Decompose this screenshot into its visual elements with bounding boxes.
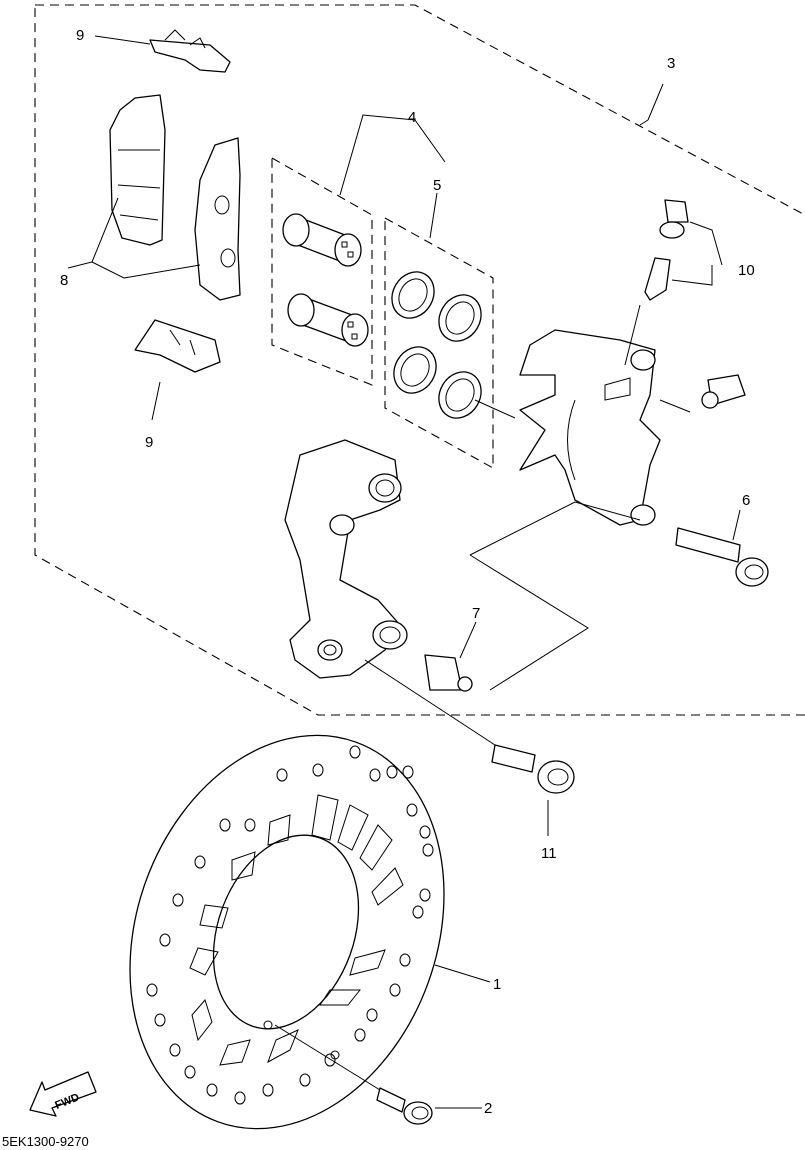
piston-seals bbox=[391, 271, 482, 419]
caliper-mounting-bolt bbox=[491, 744, 575, 794]
callout-2: 2 bbox=[484, 1100, 492, 1117]
callout-9-bottom: 9 bbox=[145, 434, 153, 451]
pad-spring-top bbox=[149, 29, 231, 73]
brake-disc bbox=[129, 734, 445, 1130]
callout-9-top: 9 bbox=[76, 27, 84, 44]
callout-10: 10 bbox=[738, 262, 755, 279]
disc-bolt-hole bbox=[330, 1050, 340, 1060]
fwd-arrow-icon: FWD bbox=[29, 1071, 97, 1117]
pad-spring-bottom bbox=[134, 319, 221, 373]
diagram-code: 5EK1300-9270 bbox=[2, 1134, 89, 1149]
piston-group-box bbox=[271, 157, 373, 386]
rubber-boot bbox=[424, 654, 473, 692]
piston-2 bbox=[287, 293, 369, 347]
brake-pad-rear bbox=[194, 137, 241, 301]
bleed-screw bbox=[644, 257, 671, 301]
bleed-screw-cap bbox=[659, 199, 689, 239]
disc-vent-holes bbox=[146, 745, 434, 1105]
caliper-assembly-boundary bbox=[34, 4, 805, 716]
piston-1 bbox=[282, 213, 362, 267]
callout-4: 4 bbox=[408, 109, 416, 126]
callout-1: 1 bbox=[493, 976, 501, 993]
pad-pin bbox=[675, 527, 769, 587]
callout-8: 8 bbox=[60, 272, 68, 289]
disc-slots bbox=[189, 794, 404, 1066]
pin-plug bbox=[701, 374, 746, 409]
disc-bolt bbox=[376, 1087, 433, 1125]
callout-5: 5 bbox=[433, 177, 441, 194]
caliper-body bbox=[519, 329, 661, 526]
leader-lines bbox=[67, 35, 741, 1109]
callout-7: 7 bbox=[472, 605, 480, 622]
brake-pad-front bbox=[109, 94, 166, 246]
callout-11: 11 bbox=[541, 845, 557, 862]
caliper-bracket bbox=[284, 439, 408, 679]
seal-group-box bbox=[384, 217, 494, 469]
callout-6: 6 bbox=[742, 492, 750, 509]
callout-3: 3 bbox=[667, 55, 675, 72]
disc-bolt-hole bbox=[263, 1020, 273, 1030]
